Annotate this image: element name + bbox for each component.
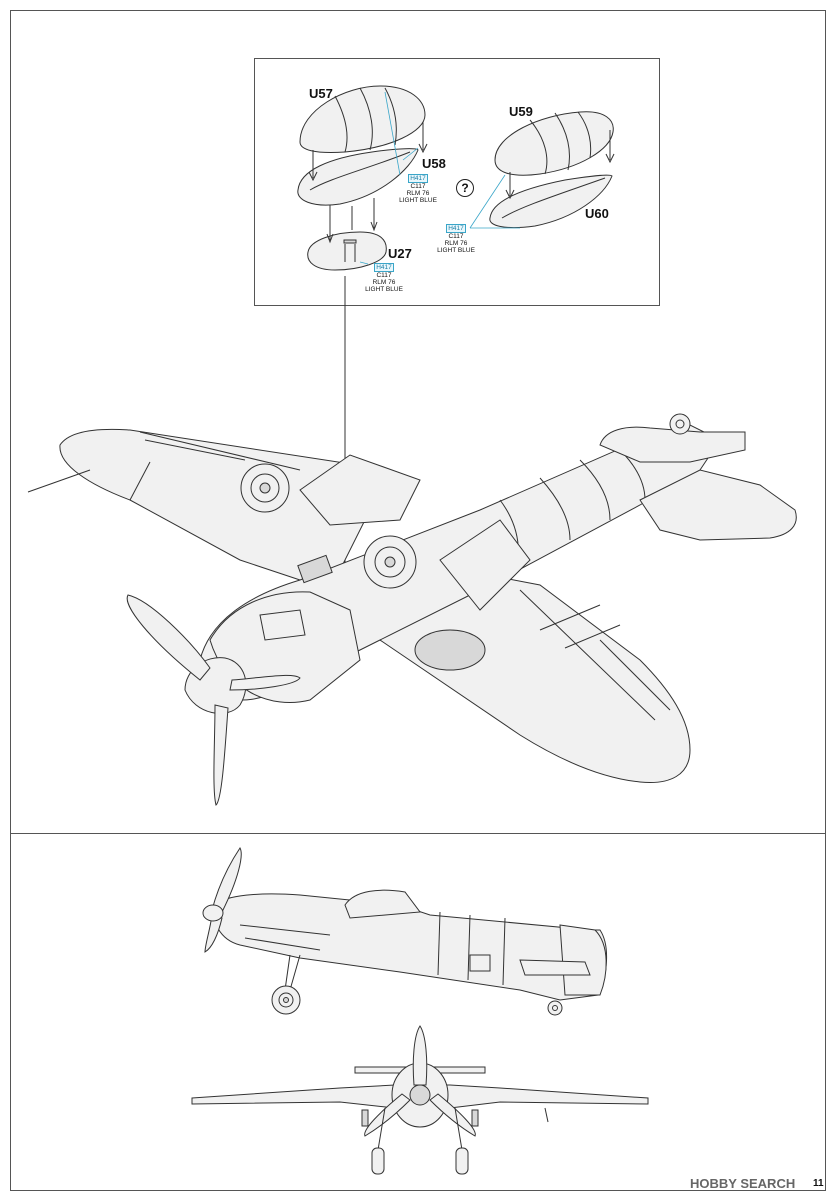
part-label-u27: U27 xyxy=(388,246,412,261)
paint-code-h417: H417 xyxy=(374,263,394,272)
paint-code-h417: H417 xyxy=(446,224,466,233)
u60-tank-half-part xyxy=(489,174,613,229)
paint-name-rlm: RLM 76 xyxy=(444,240,468,247)
aircraft-side-view xyxy=(202,847,608,1016)
part-label-u58: U58 xyxy=(422,156,446,171)
part-label-u59: U59 xyxy=(509,104,533,119)
paint-name-color: LIGHT BLUE xyxy=(365,286,403,293)
paint-code-c117: C117 xyxy=(448,233,464,240)
upper-panel-frame xyxy=(10,10,826,834)
question-mark-icon: ? xyxy=(456,179,474,197)
paint-callout-u60: H417 C117 RLM 76 LIGHT BLUE xyxy=(434,224,478,254)
aircraft-front-view xyxy=(191,1025,649,1175)
paint-callout-u27: H417 C117 RLM 76 LIGHT BLUE xyxy=(362,263,406,293)
detail-inset-frame xyxy=(254,58,660,306)
page-number: 11 xyxy=(813,1178,824,1189)
u27-mount-part xyxy=(307,231,387,271)
part-label-u60: U60 xyxy=(585,206,609,221)
paint-code-c117: C117 xyxy=(410,183,426,190)
paint-code-h417: H417 xyxy=(408,174,428,183)
lower-panel-frame xyxy=(10,832,826,1191)
u58-tank-half-part xyxy=(297,148,419,206)
paint-name-rlm: RLM 76 xyxy=(406,190,430,197)
u57-tank-part xyxy=(299,85,426,153)
u59-tank-part xyxy=(494,111,614,176)
paint-callout-u58: H417 C117 RLM 76 LIGHT BLUE xyxy=(396,174,440,204)
paint-code-c117: C117 xyxy=(376,272,392,279)
paint-name-rlm: RLM 76 xyxy=(372,279,396,286)
aircraft-underside-view xyxy=(27,413,797,806)
part-label-u57: U57 xyxy=(309,86,333,101)
paint-name-color: LIGHT BLUE xyxy=(399,197,437,204)
paint-name-color: LIGHT BLUE xyxy=(437,247,475,254)
watermark: HOBBY SEARCH xyxy=(690,1176,796,1191)
